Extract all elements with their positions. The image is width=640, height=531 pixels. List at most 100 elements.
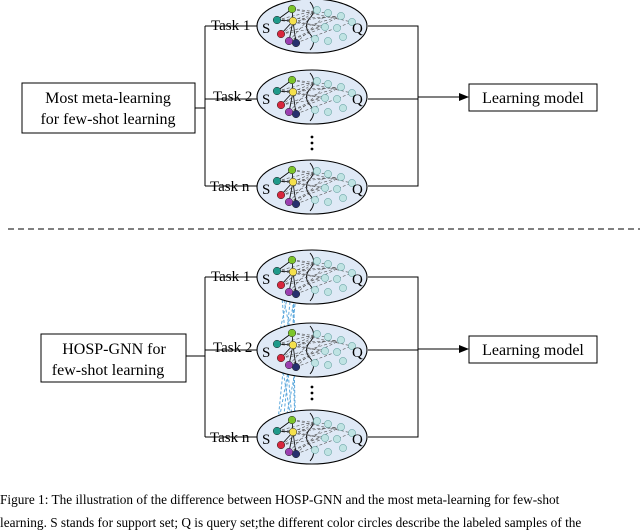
bottom-taskn-graph-edge <box>292 426 342 433</box>
top-task1-graph-query-node <box>324 9 332 17</box>
top-task1-graph-query-node <box>311 35 319 43</box>
bottom-task2-graph-query-node <box>339 357 347 365</box>
top-taskn-graph-query-node <box>339 194 347 202</box>
bottom-task1-graph-query-node <box>311 286 319 294</box>
bottom-task1-graph-edge <box>292 266 342 273</box>
bottom-task1-graph-query-node <box>339 284 347 292</box>
top-task1-graph-query-node <box>333 24 341 32</box>
top-task2-graph-query-node <box>324 80 332 88</box>
bottom-task2-graph-query-node <box>311 359 319 367</box>
top-task1-graph-edge <box>288 9 318 42</box>
top-method-label-line1: Most meta-learning <box>45 90 171 107</box>
bottom-task1-graph-edge <box>295 263 329 295</box>
bottom-taskn-graph-query-node <box>324 448 332 456</box>
bottom-task1-graph-support-node <box>284 287 294 297</box>
top-taskn-graph-support-node <box>276 190 286 200</box>
top-taskn-graph-edge <box>295 173 329 205</box>
top-left-bracket <box>195 25 262 187</box>
top-task1-graph-edge <box>276 9 318 21</box>
bottom-task2-graph-query-node <box>337 336 345 344</box>
bottom-task1-graph-support-label: S <box>262 272 270 288</box>
top-task1-graph-edge <box>288 26 326 42</box>
bottom-taskn-graph-edge <box>288 420 318 453</box>
bottom-method-label-line1: HOSP-GNN for <box>62 341 166 358</box>
top-taskn-graph-support-node <box>288 177 298 187</box>
top-taskn-graph-edge <box>292 181 326 189</box>
bottom-taskn-graph-query-node <box>333 435 341 443</box>
top-task2-graph-query-node <box>313 77 321 85</box>
bottom-task2-graph-edge <box>292 344 326 352</box>
bottom-task1-graph-query-node <box>348 269 356 277</box>
bottom-taskn-graph-query-label: Q <box>352 432 363 448</box>
top-taskn-graph-edge <box>276 180 326 189</box>
bottom-taskn-graph-support-label: S <box>262 432 270 448</box>
top-task1-graph-query-node <box>339 33 347 41</box>
bottom-taskn-graph-edge <box>291 419 329 425</box>
top-task2-graph-ellipse <box>256 69 368 125</box>
top-task1-graph-query-node <box>348 18 356 26</box>
top-task1-graph-edge <box>295 12 329 44</box>
top-task2-graph-query-node <box>311 106 319 114</box>
bottom-task2-graph-edge <box>292 339 342 346</box>
bottom-task2-graph-edge <box>292 333 318 346</box>
bottom-task2-graph-query-node <box>333 348 341 356</box>
bottom-task1-graph-query-node <box>321 274 329 282</box>
figure-caption-line1: Figure 1: The illustration of the differ… <box>0 492 560 507</box>
top-learning-model-label: Learning model <box>482 90 584 107</box>
top-task2-graph-query-node <box>333 95 341 103</box>
top-task2-graph-support-node <box>272 86 282 96</box>
top-task2-graph-edge <box>288 97 326 113</box>
bottom-task1-graph-support-node <box>276 280 286 290</box>
top-task2-graph-support-node <box>284 107 294 117</box>
bottom-taskn-graph-edge <box>292 420 318 433</box>
comparison-figure: Most meta-learning for few-shot learning… <box>8 0 640 465</box>
top-taskn-graph-edge <box>291 169 329 175</box>
top-task1-graph-support-node <box>287 4 297 14</box>
bottom-task2-graph-edge <box>276 339 342 345</box>
bottom-task2-graph-query-node <box>348 342 356 350</box>
bottom-taskn-graph-edge <box>280 437 326 446</box>
bottom-taskn-graph-support-node <box>284 447 294 457</box>
top-taskn-graph-query-node <box>337 173 345 181</box>
top-task2-graph-query-node <box>324 108 332 116</box>
top-taskn-graph-support-label: S <box>262 182 270 198</box>
top-task1-graph-support-node <box>291 38 301 48</box>
bottom-learning-model-label: Learning model <box>482 342 584 359</box>
top-task2-graph-edge <box>292 91 326 99</box>
top-method-box <box>21 82 196 134</box>
top-task1-graph-query-label: Q <box>352 21 363 37</box>
bottom-task1-graph-edge <box>288 277 326 293</box>
bottom-taskn-graph-query-node <box>313 417 321 425</box>
bottom-taskn-graph-edge <box>288 437 326 453</box>
top-task2-graph-edge <box>276 80 318 92</box>
bottom-task2-graph-support-label: S <box>262 345 270 361</box>
bottom-task1-graph-edge <box>291 259 353 274</box>
cross-task-link <box>280 284 294 433</box>
top-learning-model-box <box>468 83 598 112</box>
bottom-taskn-graph-query-node <box>348 429 356 437</box>
top-task2-graph-query-label: Q <box>352 92 363 108</box>
top-task2-graph-query-node <box>337 83 345 91</box>
top-taskn-graph-edge <box>292 176 342 183</box>
top-taskn-graph-support-node <box>272 176 282 186</box>
top-taskn-label: Task n <box>210 179 250 195</box>
top-task1-graph-query-node <box>321 23 329 31</box>
top-task1-label: Task 1 <box>211 18 250 34</box>
bottom-task2-graph-edge <box>291 332 329 338</box>
bottom-ellipsis-dots <box>310 385 314 401</box>
top-task2-graph-edge <box>295 83 329 115</box>
bottom-task1-graph-support-node <box>287 255 297 265</box>
top-taskn-graph-query-node <box>324 198 332 206</box>
bottom-taskn-graph-support-node <box>291 449 301 459</box>
bottom-task1-graph-ellipse <box>256 249 368 305</box>
top-taskn-graph-edge <box>276 176 342 182</box>
bottom-taskn-graph-support-node <box>287 415 297 425</box>
bottom-panel: HOSP-GNN for few-shot learning Learning … <box>40 249 598 465</box>
top-task2-graph-query-node <box>348 89 356 97</box>
bottom-task2-graph-support-node <box>284 360 294 370</box>
bottom-left-bracket <box>186 276 262 438</box>
top-taskn-graph-support-node <box>284 197 294 207</box>
top-task1-graph-edge <box>291 8 353 23</box>
